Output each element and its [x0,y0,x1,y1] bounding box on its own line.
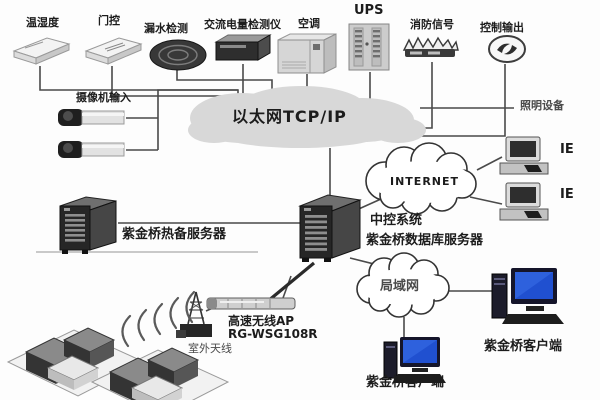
air-conditioner-icon [277,33,337,74]
water-leak-coil-icon [149,39,207,71]
wireless-signal-arcs [121,290,196,348]
label-camera-input: 摄像机输入 [76,91,131,104]
label-ie-1: IE [560,142,574,157]
lan-client-icon-right [491,268,564,324]
label-central-system: 中控系统 [370,213,423,228]
label-ap-model: RG-WSG108R [228,327,318,341]
label-ac-meter: 交流电量检测仪 [204,18,281,31]
label-ethernet-cloud: 以太网TCP/IP [232,107,347,126]
label-control-output: 控制输出 [480,21,524,34]
label-internet-cloud: INTERNET [390,175,460,188]
camera-icon-2 [58,141,125,158]
wire-server-ap-thick [266,261,316,303]
temp-humidity-sensor-icon [12,37,71,65]
ie-client-icon-2 [499,182,549,221]
label-client-bottom: 紫金桥客户端 [366,375,445,390]
wire-internet-ie2 [469,196,503,205]
control-output-icon [488,35,526,63]
label-hot-standby-server: 紫金桥热备服务器 [122,227,227,242]
internet-cloud-shape [365,142,477,215]
label-lighting: 照明设备 [520,99,564,112]
label-door-control: 门控 [98,14,120,27]
label-ap-name: 高速无线AP [228,314,295,328]
label-lan-cloud: 局域网 [380,279,420,294]
lan-client-icon-bottom [383,337,446,383]
hot-standby-server-icon [59,196,117,254]
label-outdoor-antenna: 室外天线 [188,342,232,355]
ac-power-meter-icon [214,34,272,61]
fire-signal-icon [402,36,459,57]
wire-internet-ie1 [476,156,503,171]
central-server-icon [298,194,362,262]
label-database-server: 紫金桥数据库服务器 [366,233,484,248]
label-client-right: 紫金桥客户端 [484,339,563,354]
label-aircon: 空调 [298,17,320,30]
label-temp-humidity: 温湿度 [26,16,59,29]
ie-client-icon-1 [499,136,549,175]
label-water-leak: 漏水检测 [144,22,188,35]
label-ie-2: IE [560,187,574,202]
wireless-ap-icon [206,297,296,310]
door-control-sensor-icon [84,37,143,65]
lan-cloud-shape [356,252,450,318]
wire-cameras [126,89,238,151]
ups-cabinet-icon [348,23,390,71]
label-fire-signal: 消防信号 [410,18,454,31]
building-cluster-b [90,347,230,400]
ethernet-cloud-shape [188,86,426,148]
camera-icon-1 [58,109,125,126]
label-ups: UPS [354,3,384,18]
